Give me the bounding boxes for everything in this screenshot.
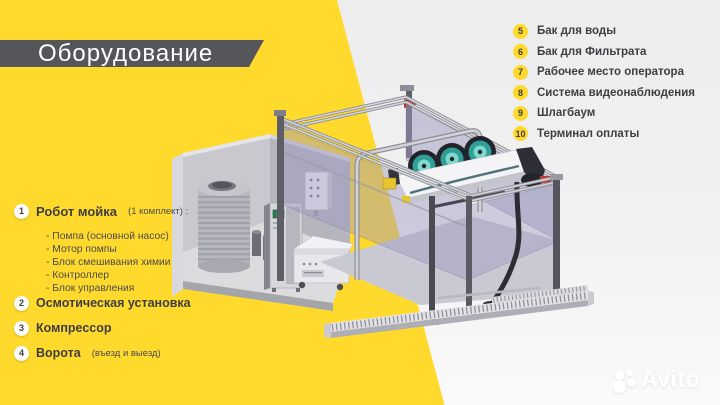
list-item: 8 Система видеонаблюдения [513,85,713,100]
item-label: Бак для Фильтрата [537,45,647,58]
item-label: Система видеонаблюдения [537,86,696,99]
item-number-badge: 10 [513,126,528,141]
floor-grates [324,285,594,338]
list-item: 9 Шлагбаум [513,105,713,121]
item-number-badge: 1 [14,203,29,219]
yellow-bracket [382,177,397,190]
item-number-badge: 6 [513,44,528,59]
item-label: Ворота [36,346,81,360]
item-label: Рабочее место оператора [537,66,684,78]
item-label: Компрессор [36,321,112,335]
list-item: 3 Компрессор [14,320,264,336]
item-label: Робот мойка [36,203,118,219]
list-item: 10 Терминал оплаты [513,126,713,141]
robot-components-sublist: - Помпа (основной насос) - Мотор помпы -… [46,230,264,295]
item-label: Бак для воды [537,25,617,37]
list-item: 2 Осмотическая установка [14,295,264,311]
list-item: 7 Рабочее место оператора [513,64,713,80]
list-item: 6 Бак для Фильтрата [513,44,713,59]
item-number-badge: 9 [513,105,528,121]
equipment-list-left: 1 Робот мойка (1 комплект) : - Помпа (ос… [14,203,264,361]
water-tank [198,180,250,273]
sublist-item: - Блок управления [46,283,135,294]
sublist-item: - Помпа (основной насос) [46,231,169,242]
item-note: (въезд и выезд) [91,347,161,359]
equipment-list-right: 5 Бак для воды 6 Бак для Фильтрата 7 Раб… [513,23,713,147]
item-number-badge: 4 [14,345,29,361]
control-panel-box [304,170,332,216]
item-number-badge: 8 [513,85,528,100]
gantry-arch [354,128,483,280]
item-note: (1 комплект) : [128,205,189,217]
sublist-item: - Контроллер [46,270,110,281]
title-banner: Оборудование [0,40,264,67]
page-title: Оборудование [38,40,214,67]
wash-bay-floor [320,216,556,305]
list-item: 4 Ворота (въезд и выезд) [14,345,264,361]
item-label: Осмотическая установка [36,296,191,310]
avito-logo-icon [613,367,638,393]
item-number-badge: 7 [513,64,528,80]
list-item: 1 Робот мойка (1 комплект) : [14,203,264,219]
list-item: 5 Бак для воды [513,23,713,39]
sublist-item: - Блок смешивания химии [46,257,171,268]
item-number-badge: 5 [513,23,528,39]
item-label: Шлагбаум [537,107,596,119]
avito-watermark: Avito [613,366,700,393]
item-number-badge: 3 [14,320,29,336]
item-number-badge: 2 [14,295,29,311]
sublist-item: - Мотор помпы [46,244,117,255]
item-label: Терминал оплаты [537,127,640,140]
avito-wordmark: Avito [641,366,701,392]
